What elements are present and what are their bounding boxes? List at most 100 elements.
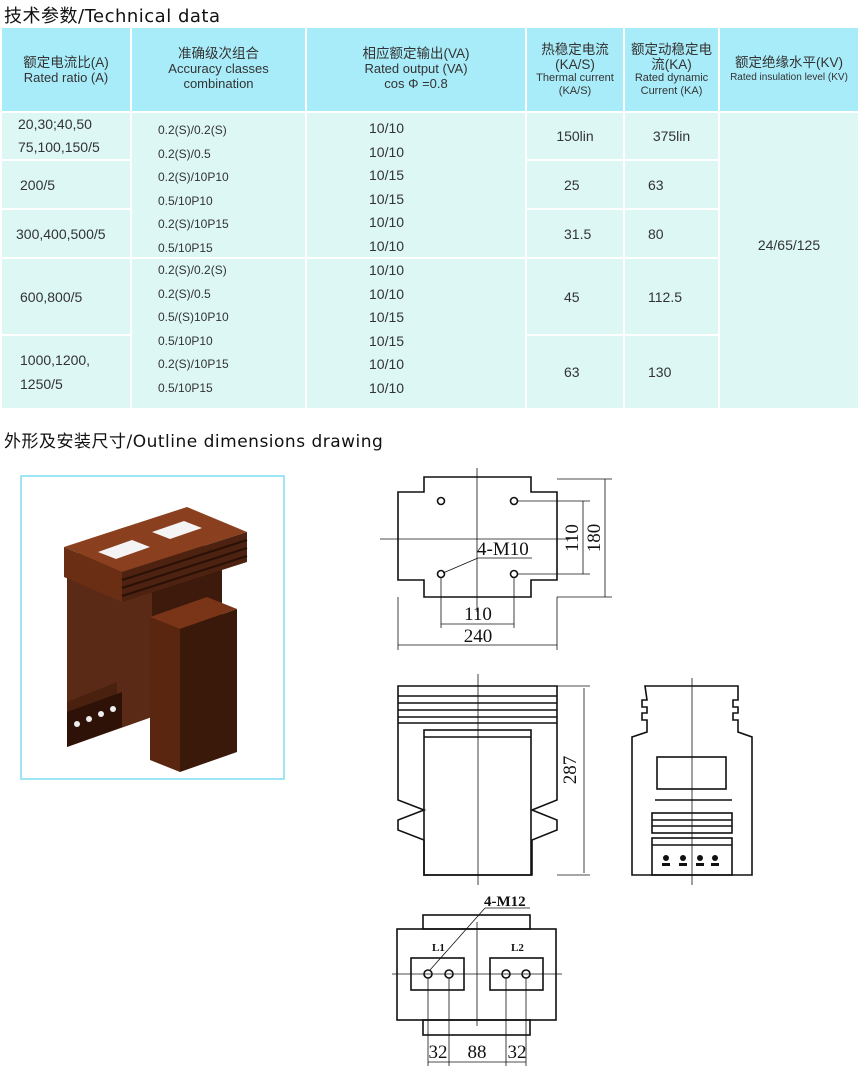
header-insulation: 额定绝缘水平(KV) Rated insulation level (KV) [720, 28, 858, 111]
thermal-cell: 31.5 [527, 210, 623, 257]
accuracy-value: 0.2(S)/10P15 [158, 217, 229, 231]
dynamic-cell: 80 [625, 210, 718, 257]
dim-32-right: 32 [508, 1042, 527, 1063]
output-value: 10/15 [369, 190, 405, 207]
ratio-value: 200/5 [20, 176, 56, 193]
ratio-cell: 600,800/5 [2, 259, 130, 334]
accuracy-cell: 0.2(S)/0.2(S) 0.2(S)/0.5 0.5/(S)10P10 0.… [132, 259, 305, 408]
ratio-cell: 20,30;40,50 75,100,150/5 [2, 113, 130, 159]
accuracy-value: 0.5/10P15 [158, 380, 213, 395]
header-accuracy: 准确级次组合 Accuracy classes combination [132, 28, 305, 111]
current-transformer-illustration [64, 507, 248, 772]
thermal-value: 150lin [556, 128, 594, 144]
output-value: 10/10 [369, 262, 405, 278]
dynamic-value: 63 [648, 176, 664, 193]
header-thermal: 热稳定电流(KA/S) Thermal current (KA/S) [527, 28, 623, 111]
ratio-value: 1000,1200, 1250/5 [20, 352, 91, 392]
thermal-value: 45 [564, 288, 580, 305]
thread-label-m12: 4-M12 [484, 894, 526, 910]
technical-data-title: 技术参数/Technical data [4, 6, 221, 27]
thermal-value: 25 [564, 176, 580, 193]
header-en: Accuracy classes combination [168, 61, 269, 91]
output-value: 10/10 [369, 237, 405, 254]
dynamic-cell: 63 [625, 161, 718, 208]
dim-32-left: 32 [429, 1042, 448, 1063]
header-dynamic: 额定动稳定电流(KA) Rated dynamic Current (KA) [625, 28, 718, 111]
thermal-cell: 150lin [527, 113, 623, 159]
terminal-label-1: L1 [432, 942, 445, 954]
dynamic-value: 375lin [652, 128, 691, 144]
side-view-drawing [631, 678, 753, 885]
product-photo [20, 475, 285, 780]
dynamic-value: 80 [648, 225, 664, 242]
header-cn: 准确级次组合 [178, 46, 259, 61]
bottom-view-drawing: 4-M12 L1 L2 32 88 32 [392, 894, 562, 1066]
output-value: 10/15 [369, 167, 405, 183]
dim-110-horizontal: 110 [464, 604, 492, 625]
accuracy-cell: 0.2(S)/0.2(S) 0.2(S)/0.5 0.2(S)/10P10 0.… [132, 113, 305, 257]
header-rated-output: 相应额定输出(VA) Rated output (VA) cos Φ =0.8 [307, 28, 525, 111]
header-cn: 额定绝缘水平(KV) [735, 54, 843, 70]
output-cell: 10/10 10/10 10/15 10/15 10/10 10/10 [307, 113, 525, 257]
output-value: 10/10 [369, 214, 405, 230]
dynamic-value: 130 [648, 364, 672, 380]
accuracy-value: 0.2(S)/0.2(S) [158, 263, 227, 277]
thermal-value: 31.5 [564, 225, 592, 242]
ratio-cell: 300,400,500/5 [2, 210, 130, 257]
output-value: 10/15 [369, 309, 405, 325]
ratio-cell: 200/5 [2, 161, 130, 208]
header-en: Rated ratio (A) [23, 69, 109, 85]
dim-287: 287 [560, 756, 581, 785]
header-cn: 相应额定输出(VA) [362, 46, 470, 61]
accuracy-value: 0.2(S)/0.5 [158, 286, 211, 301]
ratio-cell: 1000,1200, 1250/5 [2, 336, 130, 408]
ratio-value: 300,400,500/5 [16, 225, 106, 242]
header-cn: 热稳定电流(KA/S) [541, 41, 609, 72]
ratio-value: 20,30;40,50 75,100,150/5 [18, 116, 100, 155]
header-rated-ratio: 额定电流比(A) Rated ratio (A) [2, 28, 130, 111]
accuracy-value: 0.5/10P10 [158, 193, 213, 208]
output-value: 10/10 [369, 143, 405, 160]
header-cos-phi: cos Φ =0.8 [384, 76, 448, 91]
accuracy-value: 0.2(S)/0.2(S) [158, 123, 227, 137]
header-cn: 额定电流比(A) [23, 54, 109, 70]
output-value: 10/10 [369, 379, 405, 396]
dynamic-cell: 130 [625, 336, 718, 408]
insulation-cell: 24/65/125 [720, 113, 858, 408]
front-view-drawing: 287 [397, 674, 590, 885]
dynamic-cell: 112.5 [625, 259, 718, 334]
dim-88: 88 [468, 1042, 487, 1063]
ratio-value: 600,800/5 [20, 288, 83, 305]
thermal-cell: 25 [527, 161, 623, 208]
accuracy-value: 0.2(S)/10P15 [158, 357, 229, 371]
header-cn: 额定动稳定电流(KA) [631, 41, 712, 72]
header-en: Rated output (VA) [364, 61, 468, 76]
output-value: 10/15 [369, 332, 405, 349]
header-en: Thermal current (KA/S) [536, 71, 614, 97]
output-cell: 10/10 10/10 10/15 10/15 10/10 10/10 [307, 259, 525, 408]
dim-180: 180 [584, 524, 605, 553]
dim-110-vertical: 110 [562, 524, 583, 552]
accuracy-value: 0.5/10P10 [158, 333, 213, 348]
output-value: 10/10 [369, 285, 405, 302]
header-en: Rated dynamic Current (KA) [634, 71, 709, 97]
terminal-icons [662, 855, 719, 866]
accuracy-value: 0.5/(S)10P10 [158, 310, 229, 324]
outline-title: 外形及安装尺寸/Outline dimensions drawing [4, 432, 384, 452]
insulation-value: 24/65/125 [757, 236, 821, 253]
terminal-label-2: L2 [511, 942, 524, 954]
accuracy-value: 0.2(S)/10P10 [158, 170, 229, 184]
dynamic-cell: 375lin [625, 113, 718, 159]
top-view-drawing: 4-M10 110 180 110 240 [380, 468, 612, 650]
dynamic-value: 112.5 [648, 288, 682, 305]
thermal-cell: 45 [527, 259, 623, 334]
thermal-value: 63 [564, 364, 580, 380]
dim-240: 240 [464, 626, 493, 647]
accuracy-value: 0.5/10P15 [158, 240, 213, 255]
thermal-cell: 63 [527, 336, 623, 408]
header-en: Rated insulation level (KV) [730, 71, 848, 83]
output-value: 10/10 [369, 120, 405, 136]
accuracy-value: 0.2(S)/0.5 [158, 146, 211, 161]
thread-label-m10: 4-M10 [477, 539, 529, 560]
